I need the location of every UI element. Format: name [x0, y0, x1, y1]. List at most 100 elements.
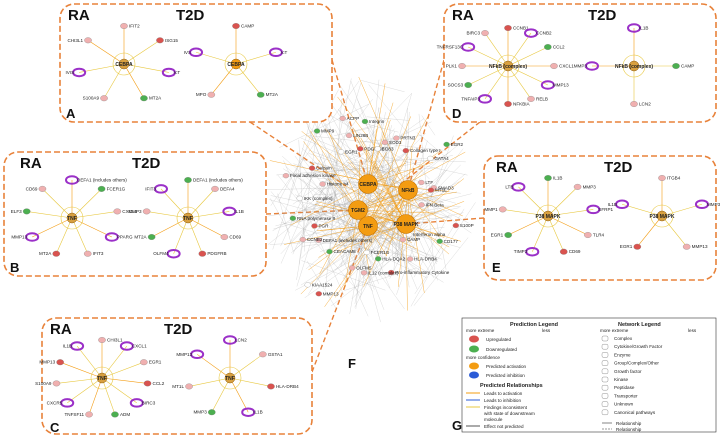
node-label: CCL2: [553, 45, 565, 50]
hub-edge: [352, 127, 407, 225]
network-node: [452, 222, 460, 229]
network-legend-item: Growth factor: [614, 369, 642, 374]
network-edge: [346, 198, 381, 323]
node-label: MMP13: [39, 360, 55, 365]
panel-title-left: RA: [20, 155, 42, 172]
node-label: BIRC3: [142, 400, 156, 405]
node-shape: [111, 411, 119, 418]
hub-edge: [283, 225, 369, 245]
network-hub: [398, 180, 418, 200]
network-hub-label: CEBPA: [359, 182, 377, 188]
network-label: OLFM5: [356, 265, 372, 270]
edge: [79, 63, 125, 73]
network-legend-shape: [601, 368, 609, 374]
legend-rel-inconsistent-3: molecule: [484, 417, 503, 422]
network-edge: [327, 113, 408, 163]
node-label: TNFSF11: [64, 412, 84, 417]
node-label: S100A9: [35, 381, 52, 386]
network-edge: [281, 168, 360, 178]
node-label: ADM: [120, 412, 130, 417]
hub-edge: [335, 189, 409, 298]
node-label: CCL2: [153, 381, 165, 386]
edge: [229, 377, 249, 413]
hub-node: [96, 372, 108, 384]
network-edge: [389, 161, 449, 279]
hub-label: TNF: [67, 216, 77, 222]
panel-letter: E: [492, 260, 501, 275]
network-edge: [368, 248, 374, 261]
network-label: Collagen type I: [410, 148, 441, 153]
node-shape: [586, 204, 601, 215]
node-shape: [113, 208, 122, 215]
node-shape: [189, 47, 204, 58]
node-label: S100A9: [83, 96, 100, 101]
node-shape: [142, 208, 151, 215]
network-edge: [410, 275, 429, 307]
network-edge: [300, 159, 456, 204]
network-edge: [321, 150, 352, 276]
network-node: [436, 238, 443, 244]
edge: [507, 65, 548, 86]
edge: [101, 361, 144, 379]
network-legend-shape: [601, 393, 609, 399]
network-edge: [354, 246, 387, 308]
network-legend-item: Enzyme: [614, 352, 631, 357]
node-shape: [498, 206, 507, 213]
panel-title-right: T2D: [176, 7, 205, 24]
hub-node: [182, 212, 194, 224]
network-edge: [305, 145, 458, 270]
node-label: TNFRSF13C: [437, 45, 464, 50]
legend-frame: [461, 317, 717, 433]
network-edge: [329, 211, 376, 266]
node-shape: [527, 95, 535, 102]
network-node: [357, 146, 364, 152]
node-label: MMP3: [128, 209, 142, 214]
node-shape: [140, 95, 148, 102]
edge: [235, 51, 277, 65]
network-edge: [370, 169, 448, 248]
node-label: LCN2: [639, 102, 651, 107]
node-label: MMP13: [553, 83, 569, 88]
node-label: MMP13: [11, 235, 27, 240]
hub-ring: [218, 366, 242, 390]
network-edge: [283, 168, 348, 209]
network-legend-shape: [601, 335, 609, 342]
network-edge: [348, 125, 375, 133]
network-node: [296, 195, 303, 201]
network-edge: [295, 194, 356, 228]
network-label: MMP13: [323, 291, 339, 296]
edge: [123, 63, 169, 73]
network-legend-item: Peptidase: [614, 385, 635, 390]
network-node: [388, 269, 395, 276]
network-label: FCER1G: [371, 250, 390, 255]
network-edge: [414, 202, 476, 294]
edge: [71, 217, 89, 254]
hub-edge: [344, 209, 359, 289]
node-shape: [540, 80, 555, 90]
network-node: [308, 165, 316, 171]
network-edge: [365, 225, 428, 277]
network-label: DEFA1 (includes others): [323, 238, 373, 243]
network-node: [315, 291, 322, 297]
node-label: LCN2: [235, 338, 247, 343]
node-shape: [461, 42, 476, 52]
legend-rel-inconsistent-1: Findings inconsistent: [484, 405, 528, 410]
node-shape: [232, 23, 240, 29]
panel-title-right: T2D: [164, 321, 193, 338]
hub-ring: [622, 54, 646, 78]
network-edge: [298, 93, 412, 212]
node-shape: [464, 82, 472, 88]
node-label: CD69: [26, 186, 38, 191]
network-edge: [356, 135, 423, 143]
edge: [229, 377, 272, 387]
node-shape: [511, 182, 526, 192]
network-label: KIAA1524: [312, 282, 333, 287]
node-shape: [38, 185, 47, 192]
node-label: OLFM4: [153, 251, 169, 256]
node-shape: [161, 67, 176, 78]
